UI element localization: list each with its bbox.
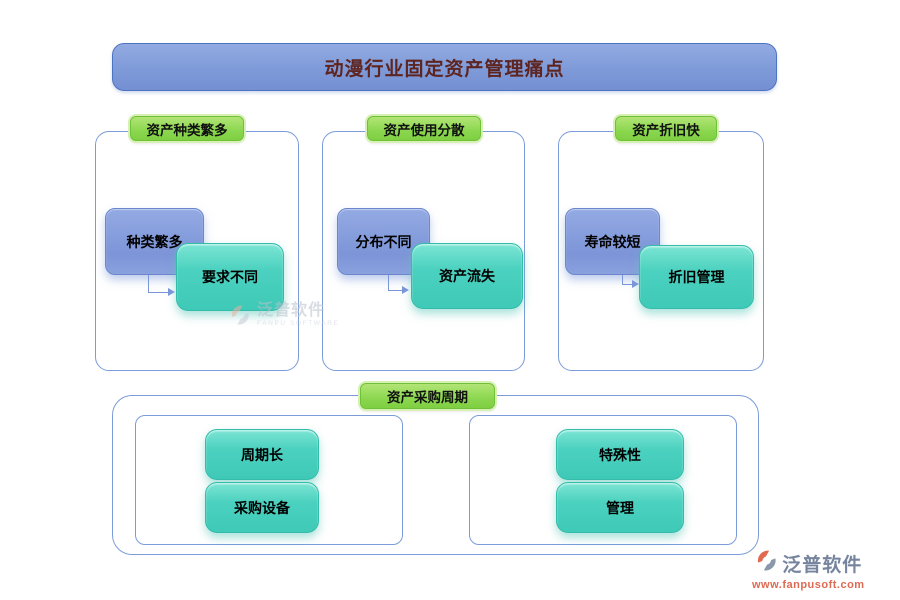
procurement-node: 采购设备 (205, 482, 319, 533)
procurement-node: 特殊性 (556, 429, 684, 480)
footer-brand: 泛普软件 (782, 554, 863, 576)
panel-header-2: 资产使用分散 (367, 116, 481, 141)
arrowhead-icon-3 (632, 279, 639, 288)
diagram-title: 动漫行业固定资产管理痛点 (112, 43, 777, 91)
panel-header-1: 资产种类繁多 (130, 116, 244, 141)
procurement-header: 资产采购周期 (360, 383, 495, 409)
connector-elbow-3 (622, 272, 637, 285)
panel-header-3: 资产折旧快 (615, 116, 717, 141)
effect-node-2: 资产流失 (411, 243, 523, 309)
procurement-node: 周期长 (205, 429, 319, 480)
footer-url: www.fanpusoft.com (752, 579, 865, 591)
procurement-node: 管理 (556, 482, 684, 533)
arrowhead-icon-1 (168, 287, 175, 296)
cause-node-3: 寿命较短 (565, 208, 660, 275)
effect-node-1: 要求不同 (176, 243, 284, 311)
effect-node-3: 折旧管理 (639, 245, 754, 309)
footer-logo: 泛普软件 www.fanpusoft.com (752, 548, 865, 591)
connector-elbow-2 (388, 272, 407, 291)
fanpu-logo-icon (754, 548, 779, 578)
connector-elbow-1 (148, 272, 173, 293)
arrowhead-icon-2 (402, 285, 409, 294)
